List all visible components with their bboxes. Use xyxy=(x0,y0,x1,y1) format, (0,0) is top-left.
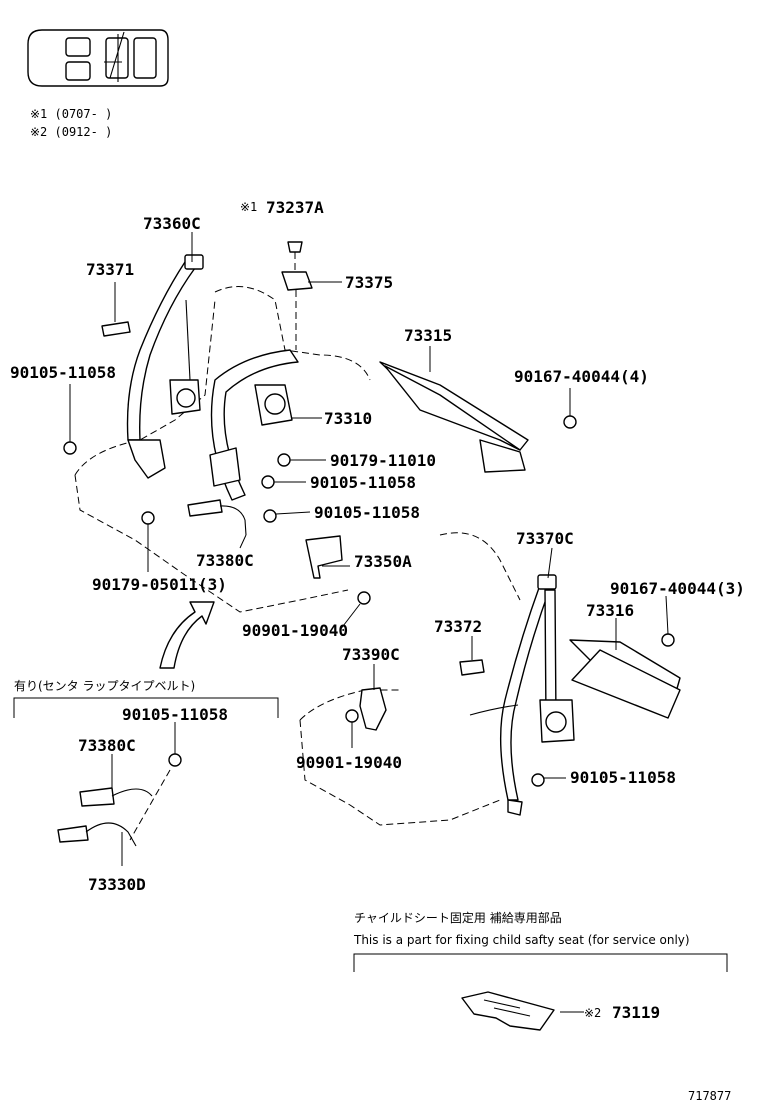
vehicle-locator-icon xyxy=(27,29,169,87)
label-73360c: 73360C xyxy=(143,214,201,233)
section-title-child-seat-jp: チャイルドシート固定用 補給専用部品 xyxy=(354,910,562,925)
label-73119: 73119 xyxy=(612,1003,660,1022)
label-73316: 73316 xyxy=(586,601,634,620)
label-90901-19040-b: 90901-19040 xyxy=(296,753,402,772)
label-90105-11058-a: 90105-11058 xyxy=(10,363,116,382)
label-73375: 73375 xyxy=(345,273,393,292)
note-2: ※2 (0912- ) xyxy=(30,125,112,139)
label-73237a-mark: ※1 xyxy=(240,200,257,214)
part-73350a-buckle xyxy=(305,535,343,579)
label-73372: 73372 xyxy=(434,617,482,636)
label-73330d: 73330D xyxy=(88,875,146,894)
leader-lines xyxy=(69,232,669,1013)
label-90167-40044-4: 90167-40044(4) xyxy=(514,367,649,386)
label-73370c: 73370C xyxy=(516,529,574,548)
center-lap-belt-section: 有り(センタ ラップタイプベルト) 90105-11058 73380C 733… xyxy=(13,679,279,894)
part-73237a-clip xyxy=(287,241,303,253)
label-73119-mark: ※2 xyxy=(584,1006,601,1020)
part-73390c-buckle xyxy=(359,687,387,731)
part-73372-clip xyxy=(459,659,485,676)
label-73380c-a: 73380C xyxy=(196,551,254,570)
label-90105-11058-d: 90105-11058 xyxy=(122,705,228,724)
section-title-child-seat-en: This is a part for fixing child safty se… xyxy=(353,933,690,947)
label-73390c: 73390C xyxy=(342,645,400,664)
front-seat-outline xyxy=(74,286,371,613)
rear-seat-outline xyxy=(299,532,521,826)
figure-code: 717877 xyxy=(688,1089,731,1103)
rear-belt-assembly xyxy=(469,574,575,816)
label-90179-11010: 90179-11010 xyxy=(330,451,436,470)
label-90105-11058-b: 90105-11058 xyxy=(310,473,416,492)
front-belt-assembly xyxy=(126,254,299,501)
label-90167-40044-3: 90167-40044(3) xyxy=(610,579,745,598)
part-73380c-front-buckle xyxy=(187,499,247,536)
part-73315-cover xyxy=(379,361,529,473)
label-73237a: 73237A xyxy=(266,198,324,217)
label-73310: 73310 xyxy=(324,409,372,428)
label-90901-19040-a: 90901-19040 xyxy=(242,621,348,640)
label-73350a: 73350A xyxy=(354,552,412,571)
part-73375-cover xyxy=(281,271,313,291)
label-73371: 73371 xyxy=(86,260,134,279)
label-73380c-b: 73380C xyxy=(78,736,136,755)
part-73371-clip xyxy=(101,321,131,337)
label-90105-11058-c: 90105-11058 xyxy=(314,503,420,522)
child-seat-section: チャイルドシート固定用 補給専用部品 This is a part for fi… xyxy=(353,910,728,1031)
section-title-center-lap: 有り(センタ ラップタイプベルト) xyxy=(14,679,195,693)
label-90105-11058-e: 90105-11058 xyxy=(570,768,676,787)
label-90179-05011-3: 90179-05011(3) xyxy=(92,575,227,594)
part-73316-cover xyxy=(569,639,681,719)
label-73315: 73315 xyxy=(404,326,452,345)
note-1: ※1 (0707- ) xyxy=(30,107,112,121)
reference-arrow-icon xyxy=(159,601,215,669)
